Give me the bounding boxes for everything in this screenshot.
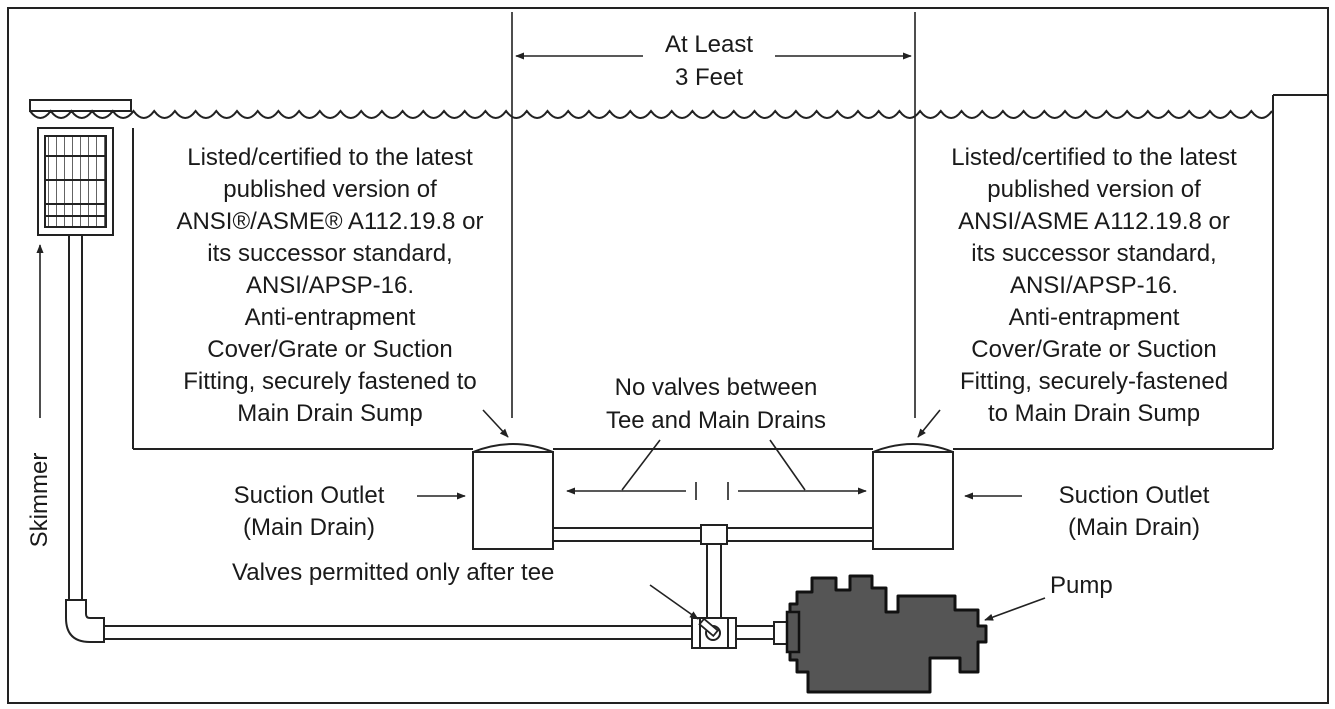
left-note-line: ANSI/APSP-16.	[246, 272, 414, 299]
right-note-line: Listed/certified to the latest	[951, 144, 1237, 171]
pool-outline	[29, 94, 1327, 450]
pump-label: Pump	[1050, 572, 1113, 599]
dimension-guides	[511, 12, 916, 418]
diagram-border	[7, 7, 1329, 704]
left-note-line: Fitting, securely fastened to	[183, 368, 476, 395]
right-note-line: published version of	[987, 176, 1201, 203]
no-valves-label-line1: No valves between	[615, 374, 818, 401]
right-note-line: ANSI/APSP-16.	[1010, 272, 1178, 299]
right-note: Listed/certified to the latest published…	[951, 144, 1237, 427]
skimmer	[37, 127, 114, 236]
left-note-line: Main Drain Sump	[237, 400, 422, 427]
skimmer-label: Skimmer	[26, 453, 53, 548]
annotation-arrows	[417, 409, 1046, 621]
suction-outlet-left-line1: Suction Outlet	[234, 482, 385, 509]
left-note: Listed/certified to the latest published…	[176, 144, 483, 427]
suction-outlet-right-line2: (Main Drain)	[1068, 514, 1200, 541]
right-note-line: Fitting, securely-fastened	[960, 368, 1228, 395]
right-note-line: to Main Drain Sump	[988, 400, 1200, 427]
valves-permitted-label: Valves permitted only after tee	[232, 559, 554, 586]
water-surface	[29, 109, 1273, 119]
dimension-label-line2: 3 Feet	[675, 64, 743, 91]
left-note-line: published version of	[223, 176, 437, 203]
left-note-line: Anti-entrapment	[245, 304, 416, 331]
main-drain-right	[872, 443, 954, 550]
left-note-line: ANSI®/ASME® A112.19.8 or	[176, 208, 483, 235]
right-note-line: Cover/Grate or Suction	[971, 336, 1216, 363]
pump	[785, 574, 988, 694]
right-note-line: ANSI/ASME A112.19.8 or	[958, 208, 1230, 235]
right-note-line: its successor standard,	[971, 240, 1216, 267]
main-drain-left	[472, 443, 554, 550]
left-note-line: its successor standard,	[207, 240, 452, 267]
left-note-line: Cover/Grate or Suction	[207, 336, 452, 363]
left-note-line: Listed/certified to the latest	[187, 144, 473, 171]
no-valves-label-line2: Tee and Main Drains	[606, 407, 826, 434]
dimension-label-line1: At Least	[665, 31, 753, 58]
suction-outlet-right-line1: Suction Outlet	[1059, 482, 1210, 509]
suction-outlet-left-line2: (Main Drain)	[243, 514, 375, 541]
piping	[65, 235, 873, 649]
right-note-line: Anti-entrapment	[1009, 304, 1180, 331]
